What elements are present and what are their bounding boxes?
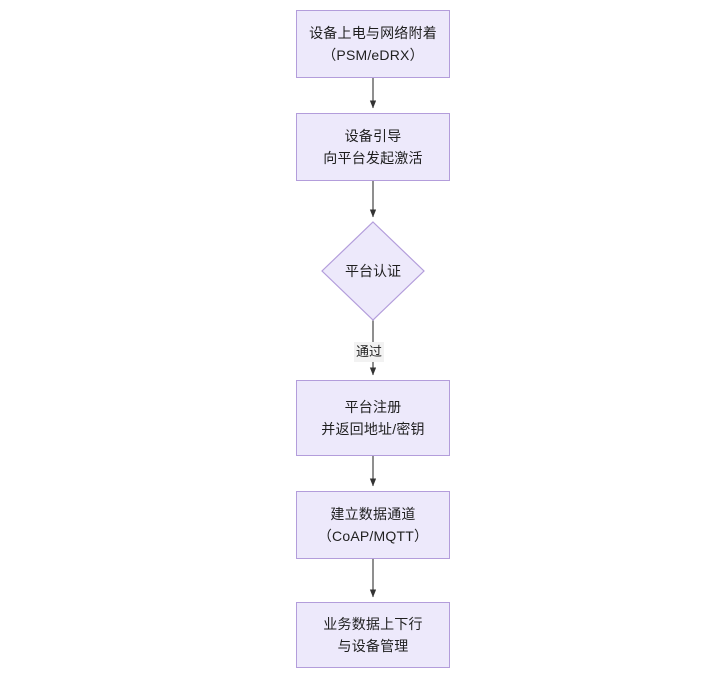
node-text-line-2: （PSM/eDRX） (322, 47, 424, 63)
node-establish-data-channel[interactable]: 建立数据通道 （CoAP/MQTT） (296, 491, 450, 559)
node-text-line-1: 平台认证 (345, 263, 401, 279)
node-text-line-1: 业务数据上下行 (323, 616, 423, 632)
node-platform-register[interactable]: 平台注册 并返回地址/密钥 (296, 380, 450, 456)
node-platform-auth-decision[interactable]: 平台认证 (321, 221, 425, 321)
node-text-line-1: 建立数据通道 (330, 506, 416, 522)
node-text-line-1: 设备引导 (344, 128, 402, 144)
node-text-line-2: 向平台发起激活 (323, 150, 423, 166)
node-text-line-1: 设备上电与网络附着 (309, 25, 437, 41)
node-text-line-2: 并返回地址/密钥 (321, 421, 425, 437)
node-device-bootstrap[interactable]: 设备引导 向平台发起激活 (296, 113, 450, 181)
node-text-line-2: 与设备管理 (337, 638, 409, 654)
node-business-data-management[interactable]: 业务数据上下行 与设备管理 (296, 602, 450, 668)
edge-label-pass: 通过 (354, 342, 385, 362)
diamond-shape (321, 221, 425, 321)
node-device-power-on[interactable]: 设备上电与网络附着 （PSM/eDRX） (296, 10, 450, 78)
node-text-line-1: 平台注册 (344, 399, 402, 415)
node-text-line-2: （CoAP/MQTT） (317, 528, 429, 544)
